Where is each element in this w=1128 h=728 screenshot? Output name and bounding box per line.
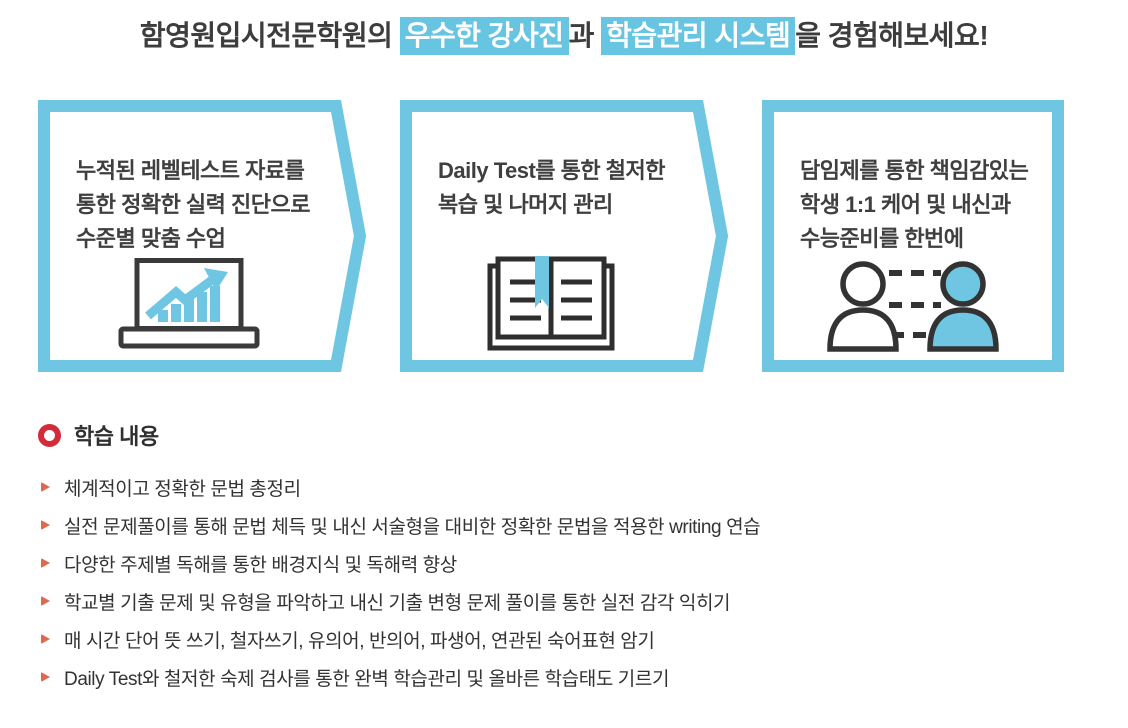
arrow-box-frame: [38, 100, 367, 372]
list-item: 다양한 주제별 독해를 통한 배경지식 및 독해력 향상: [38, 544, 1098, 582]
feature-box-line: 복습 및 나머지 관리: [438, 192, 613, 217]
list-item: 학교별 기출 문제 및 유형을 파악하고 내신 기출 변형 문제 풀이를 통한 …: [38, 582, 1098, 620]
title-highlight-instructors: 우수한 강사진: [399, 17, 569, 55]
triangle-bullet-icon: [41, 672, 50, 682]
feature-box-line: 수능준비를 한번에: [800, 226, 964, 251]
triangle-bullet-icon: [41, 482, 50, 492]
list-item: Daily Test와 철저한 숙제 검사를 통한 완벽 학습관리 및 올바른 …: [38, 658, 1098, 696]
feature-box-line: 통한 정확한 실력 진단으로: [76, 192, 310, 217]
feature-box-text: 담임제를 통한 책임감있는 학생 1:1 케어 및 내신과 수능준비를 한번에: [800, 154, 1050, 256]
feature-boxes-row: 누적된 레벨테스트 자료를 통한 정확한 실력 진단으로 수준별 맞춤 수업: [0, 100, 1128, 372]
feature-box-line: 누적된 레벨테스트 자료를: [76, 158, 305, 183]
list-item-text: 실전 문제풀이를 통해 문법 체득 및 내신 서술형을 대비한 정확한 문법을 …: [64, 516, 761, 538]
list-item: 체계적이고 정확한 문법 총정리: [38, 468, 1098, 506]
triangle-bullet-icon: [41, 520, 50, 530]
list-item-text: 학교별 기출 문제 및 유형을 파악하고 내신 기출 변형 문제 풀이를 통한 …: [64, 592, 731, 614]
mentor-student-pair-icon: [762, 260, 1064, 352]
title-part: 함영원입시전문학원의: [139, 20, 400, 51]
open-book-bookmark-icon: [400, 256, 702, 352]
square-box-frame: [762, 100, 1064, 372]
red-ring-bullet-icon: [38, 423, 61, 447]
feature-box-homeroom-care: 담임제를 통한 책임감있는 학생 1:1 케어 및 내신과 수능준비를 한번에: [762, 100, 1064, 372]
section-heading: 학습 내용: [38, 422, 1098, 449]
feature-box-line: 담임제를 통한 책임감있는: [800, 158, 1029, 183]
learning-items-list: 체계적이고 정확한 문법 총정리 실전 문제풀이를 통해 문법 체득 및 내신 …: [38, 468, 1098, 696]
feature-box-line: 수준별 맞춤 수업: [76, 226, 226, 251]
triangle-bullet-icon: [41, 634, 50, 644]
arrow-box-frame: [400, 100, 729, 372]
learning-contents-section: 학습 내용 체계적이고 정확한 문법 총정리 실전 문제풀이를 통해 문법 체득…: [38, 422, 1098, 696]
feature-box-level-test: 누적된 레벨테스트 자료를 통한 정확한 실력 진단으로 수준별 맞춤 수업: [38, 100, 368, 372]
section-heading-label: 학습 내용: [74, 424, 159, 449]
triangle-bullet-icon: [41, 558, 50, 568]
feature-box-daily-test: Daily Test를 통한 철저한 복습 및 나머지 관리: [400, 100, 730, 372]
title-part: 을 경험해보세요!: [795, 20, 989, 51]
list-item-text: Daily Test와 철저한 숙제 검사를 통한 완벽 학습관리 및 올바른 …: [64, 668, 670, 690]
triangle-bullet-icon: [41, 596, 50, 606]
list-item: 매 시간 단어 뜻 쓰기, 철자쓰기, 유의어, 반의어, 파생어, 연관된 숙…: [38, 620, 1098, 658]
list-item-text: 매 시간 단어 뜻 쓰기, 철자쓰기, 유의어, 반의어, 파생어, 연관된 숙…: [64, 630, 655, 652]
feature-box-text: Daily Test를 통한 철저한 복습 및 나머지 관리: [438, 154, 688, 222]
list-item-text: 체계적이고 정확한 문법 총정리: [64, 478, 301, 500]
feature-box-line: 학생 1:1 케어 및 내신과: [800, 192, 1011, 217]
list-item-text: 다양한 주제별 독해를 통한 배경지식 및 독해력 향상: [64, 554, 457, 576]
title-highlight-system: 학습관리 시스템: [601, 17, 796, 55]
list-item: 실전 문제풀이를 통해 문법 체득 및 내신 서술형을 대비한 정확한 문법을 …: [38, 506, 1098, 544]
laptop-growth-chart-icon: [38, 258, 340, 352]
title-part: 과: [568, 20, 602, 51]
feature-box-text: 누적된 레벨테스트 자료를 통한 정확한 실력 진단으로 수준별 맞춤 수업: [76, 154, 326, 256]
feature-box-line: Daily Test를 통한 철저한: [438, 158, 665, 183]
